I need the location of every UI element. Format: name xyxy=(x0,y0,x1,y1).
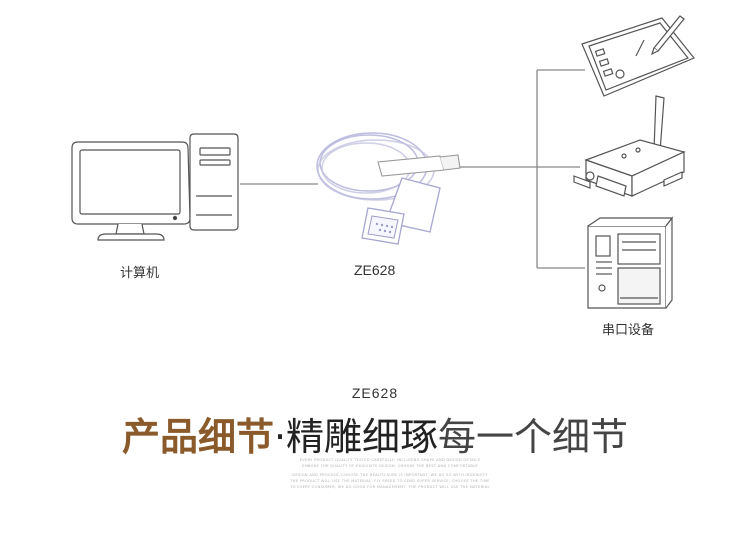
serial-devices-label: 串口设备 xyxy=(602,323,655,338)
fine-print-line: EMBODY THE QUALITY OF EXQUISITE DESIGN, … xyxy=(302,464,478,468)
connection-lines xyxy=(240,69,585,269)
cable-label: ZE628 xyxy=(354,262,396,278)
fine-print-line: DESIGN AND PROCESS, CHOOSE THE HEALTH SU… xyxy=(292,473,488,477)
serial-modem-icon xyxy=(573,95,686,197)
headline: 产品细节·精雕细琢每一个细节 xyxy=(0,410,750,464)
model-number: ZE628 xyxy=(351,385,399,401)
computer-icon xyxy=(71,133,239,241)
headline-every-detail: 每一个细节 xyxy=(438,415,629,459)
graphics-tablet-icon xyxy=(581,15,695,97)
usb-serial-cable-icon xyxy=(316,132,461,245)
label-printer-icon xyxy=(587,216,674,309)
fine-print-line: EVERY PRODUCT QUALITY TESTED CAREFULLY, … xyxy=(299,458,481,462)
computer-label: 计算机 xyxy=(120,266,160,281)
headline-product-details: 产品细节 xyxy=(121,415,274,459)
headline-craftsmanship: ·精雕细琢 xyxy=(273,415,439,459)
fine-print-line: THE PRODUCT WILL USE THE MATERIAL, FLY S… xyxy=(290,479,490,483)
fine-print-line: TO EVERY CONSUMER, WE DO GOOD FOR MANAGE… xyxy=(290,485,490,489)
